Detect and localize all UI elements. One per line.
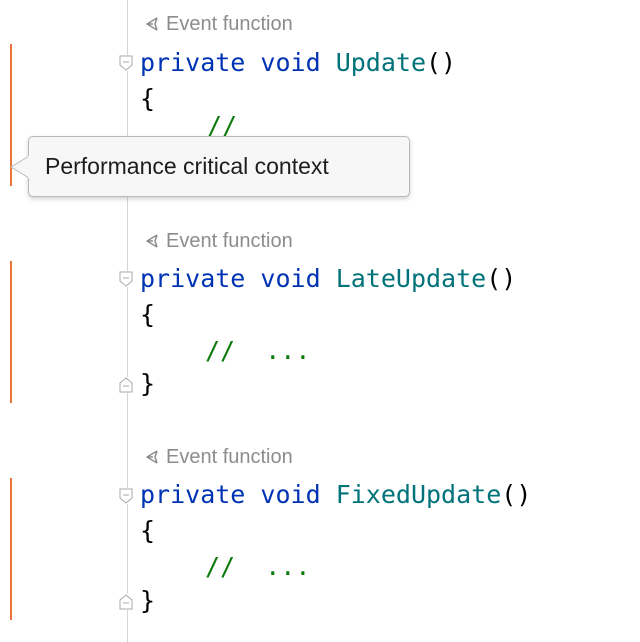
fold-open-icon[interactable] bbox=[119, 55, 133, 71]
gutter-change-marker[interactable] bbox=[10, 478, 12, 620]
gutter-change-marker[interactable] bbox=[10, 44, 12, 186]
gutter-change-marker[interactable] bbox=[10, 261, 12, 403]
open-brace: { bbox=[140, 300, 156, 329]
comment-line: // ... bbox=[205, 549, 310, 585]
gutter-divider bbox=[127, 0, 128, 642]
collapsed-body-ellipsis[interactable]: ... bbox=[265, 552, 311, 581]
unity-icon bbox=[142, 232, 160, 250]
event-function-hint[interactable]: Event function bbox=[142, 228, 293, 254]
method-name: LateUpdate bbox=[335, 264, 487, 293]
unity-icon bbox=[142, 448, 160, 466]
tooltip: Performance critical context bbox=[28, 136, 410, 197]
event-function-hint[interactable]: Event function bbox=[142, 11, 293, 37]
tooltip-pointer bbox=[10, 155, 30, 179]
comment: // bbox=[207, 111, 238, 138]
fold-close-icon[interactable] bbox=[119, 377, 133, 393]
unity-icon bbox=[142, 15, 160, 33]
open-brace: { bbox=[140, 84, 156, 113]
parens: () bbox=[501, 480, 532, 509]
event-function-hint[interactable]: Event function bbox=[142, 444, 293, 470]
comment-line: // ... bbox=[205, 333, 310, 369]
keyword: private void bbox=[140, 48, 321, 77]
parens: () bbox=[426, 48, 457, 77]
method-signature[interactable]: private void LateUpdate() bbox=[140, 261, 516, 297]
hint-label: Event function bbox=[166, 229, 293, 252]
method-name: FixedUpdate bbox=[335, 480, 502, 509]
fold-close-icon[interactable] bbox=[119, 594, 133, 610]
method-signature[interactable]: private void FixedUpdate() bbox=[140, 477, 531, 513]
tooltip-text: Performance critical context bbox=[45, 153, 329, 179]
hint-label: Event function bbox=[166, 12, 293, 35]
close-brace: } bbox=[140, 586, 156, 615]
keyword: private void bbox=[140, 480, 321, 509]
method-signature[interactable]: private void Update() bbox=[140, 45, 456, 81]
hint-label: Event function bbox=[166, 445, 293, 468]
comment: // bbox=[205, 552, 236, 581]
open-brace: { bbox=[140, 516, 156, 545]
keyword: private void bbox=[140, 264, 321, 293]
fold-open-icon[interactable] bbox=[119, 271, 133, 287]
parens: () bbox=[486, 264, 517, 293]
method-name: Update bbox=[335, 48, 426, 77]
comment: // bbox=[205, 336, 236, 365]
collapsed-body-ellipsis[interactable]: ... bbox=[265, 336, 311, 365]
close-brace: } bbox=[140, 369, 156, 398]
fold-open-icon[interactable] bbox=[119, 488, 133, 504]
